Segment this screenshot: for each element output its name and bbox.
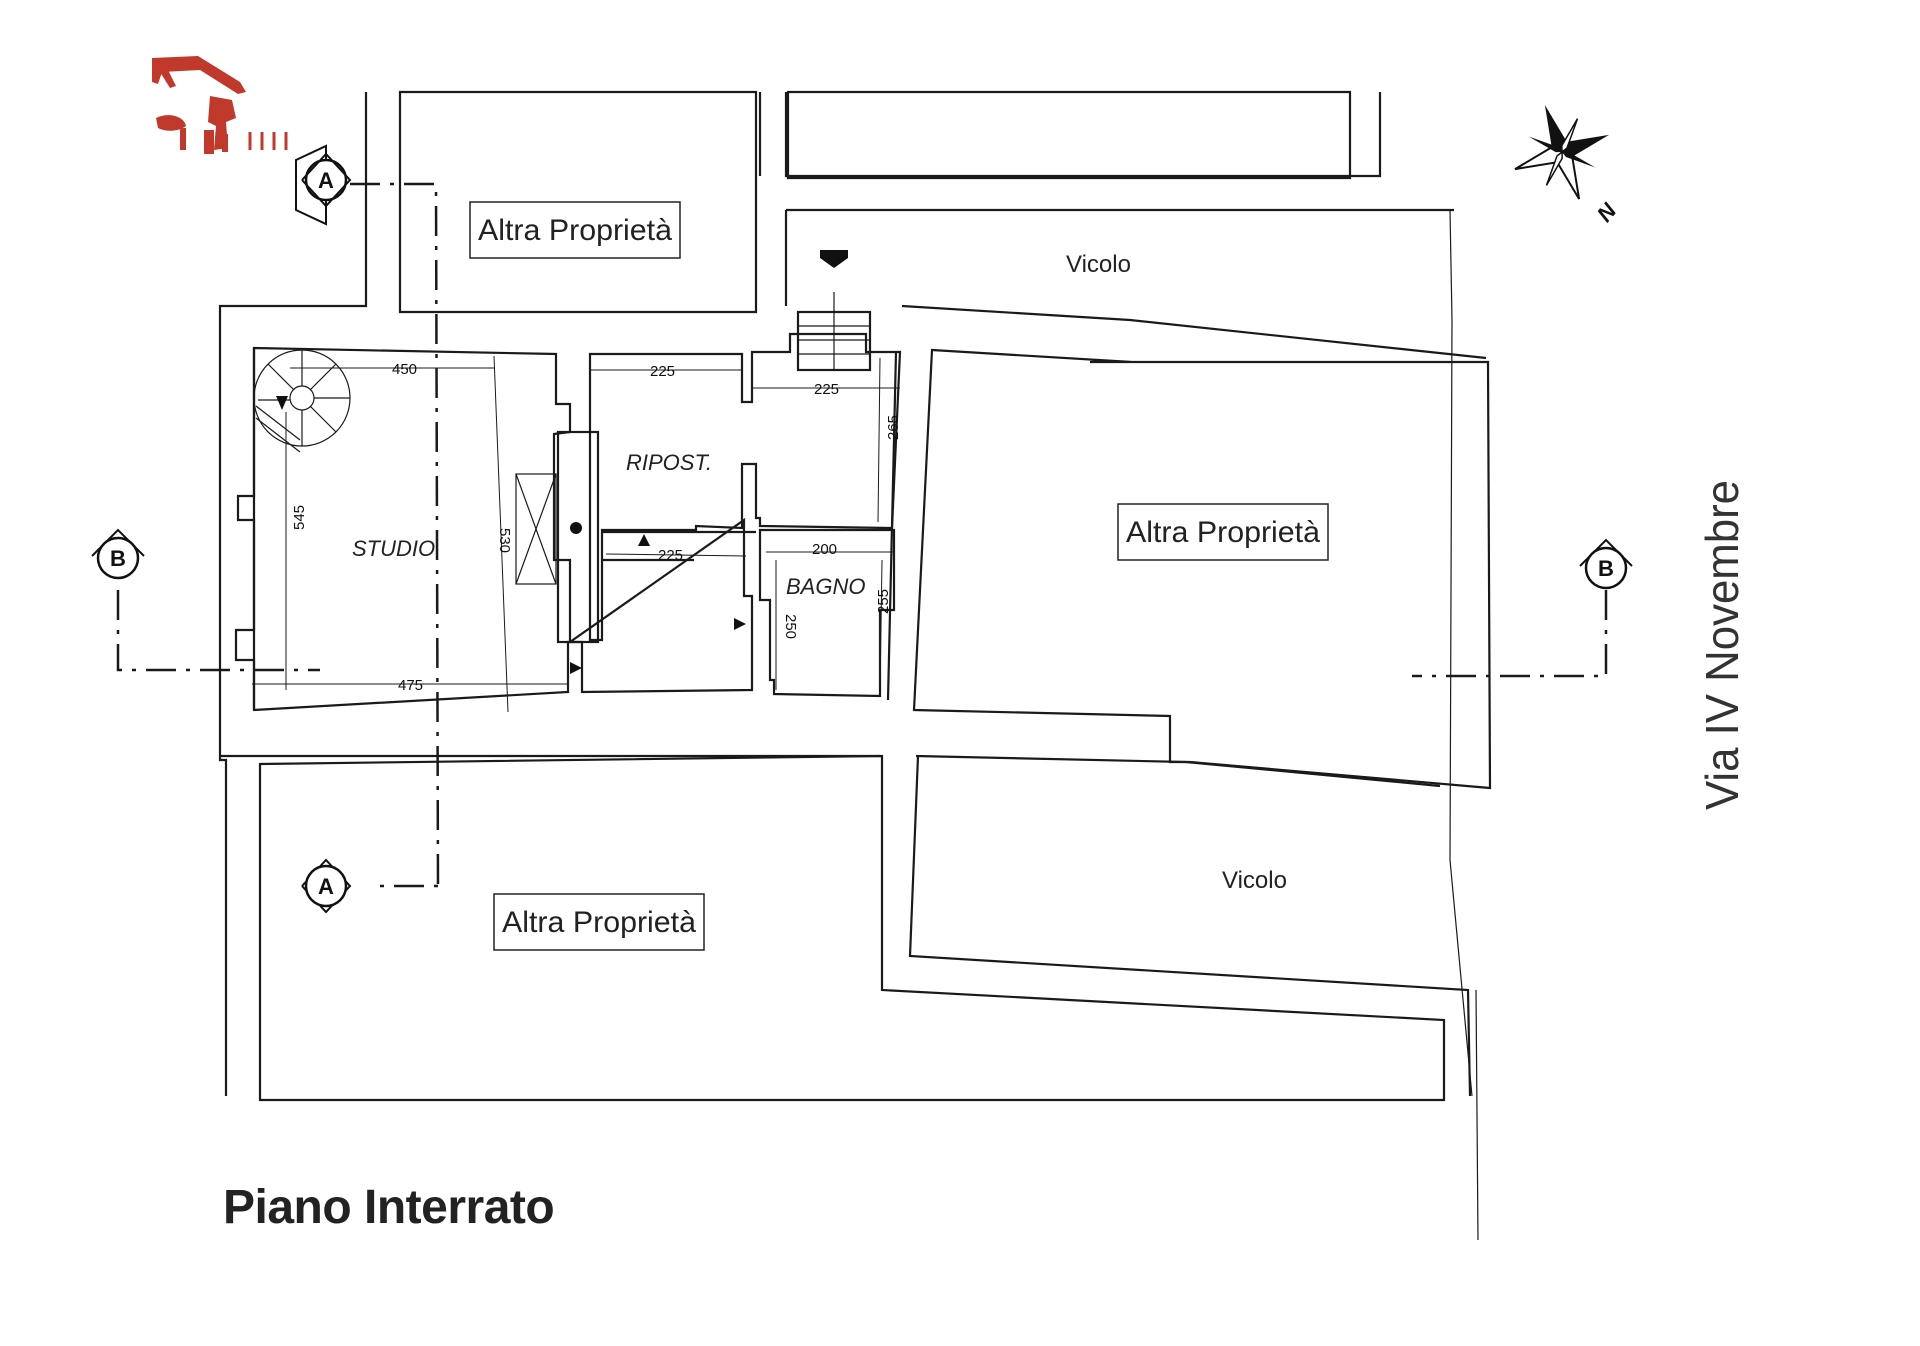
- room-studio: STUDIO: [352, 536, 435, 561]
- section-marker-b-right: B: [1579, 538, 1633, 590]
- door-marker-icon: [570, 662, 582, 674]
- other-property-bottom-left: [258, 754, 1446, 1102]
- section-a-bottom-label: A: [318, 874, 334, 899]
- property-label-bottom-left: Altra Proprietà: [493, 893, 705, 951]
- svg-text:Altra Proprietà: Altra Proprietà: [502, 906, 696, 939]
- other-property-top-left: [398, 90, 758, 314]
- other-property-top-right: [786, 90, 1352, 180]
- section-marker-a-bottom: A: [301, 858, 352, 914]
- architect-stamp-logo: [152, 56, 288, 154]
- dim-studio-top: 450: [392, 361, 417, 378]
- other-property-right: [912, 348, 1492, 790]
- door-marker-icon: [734, 618, 746, 630]
- dim-studio-right: 530: [496, 528, 513, 553]
- section-a-top-label: A: [318, 168, 334, 193]
- door-marker-icon: [638, 534, 650, 546]
- dim-studio-bottom: 475: [398, 677, 423, 694]
- section-marker-a-top: A: [295, 144, 352, 226]
- property-label-right: Altra Proprietà: [1117, 503, 1329, 561]
- basement-walls: [234, 292, 902, 712]
- room-bagno: BAGNO: [786, 574, 865, 599]
- alley-label-top: Vicolo: [1066, 251, 1131, 278]
- svg-text:Altra Proprietà: Altra Proprietà: [1126, 516, 1320, 549]
- dim-bagno-left: 250: [782, 614, 799, 639]
- dimension-lines: [252, 355, 900, 713]
- alley-label-bottom: Vicolo: [1222, 867, 1287, 894]
- dim-ripost-top: 225: [650, 363, 675, 380]
- section-b-right-label: B: [1598, 556, 1614, 581]
- section-b-left-label: B: [110, 546, 126, 571]
- compass-rose-icon: [1514, 105, 1609, 200]
- entry-arrow-icon: [820, 250, 848, 268]
- dim-bagno-top: 200: [812, 541, 837, 558]
- dim-entry-top: 225: [814, 381, 839, 398]
- compass-north-label: N: [1592, 197, 1622, 226]
- plan-title: Piano Interrato: [223, 1181, 555, 1234]
- dim-ripost-mid: 225: [658, 547, 683, 564]
- site-outline: [218, 92, 1487, 1241]
- dim-bagno-right: 255: [875, 589, 892, 614]
- section-lines: [116, 182, 1608, 890]
- property-label-top-left: Altra Proprietà: [469, 201, 681, 259]
- street-label: Via IV Novembre: [1696, 480, 1748, 810]
- section-marker-b-left: B: [91, 528, 145, 580]
- room-ripost: RIPOST.: [626, 450, 712, 475]
- svg-text:Altra Proprietà: Altra Proprietà: [478, 214, 672, 247]
- dim-studio-left: 545: [291, 505, 308, 530]
- spiral-stair: [253, 349, 351, 453]
- dim-entry-right: 265: [885, 415, 902, 440]
